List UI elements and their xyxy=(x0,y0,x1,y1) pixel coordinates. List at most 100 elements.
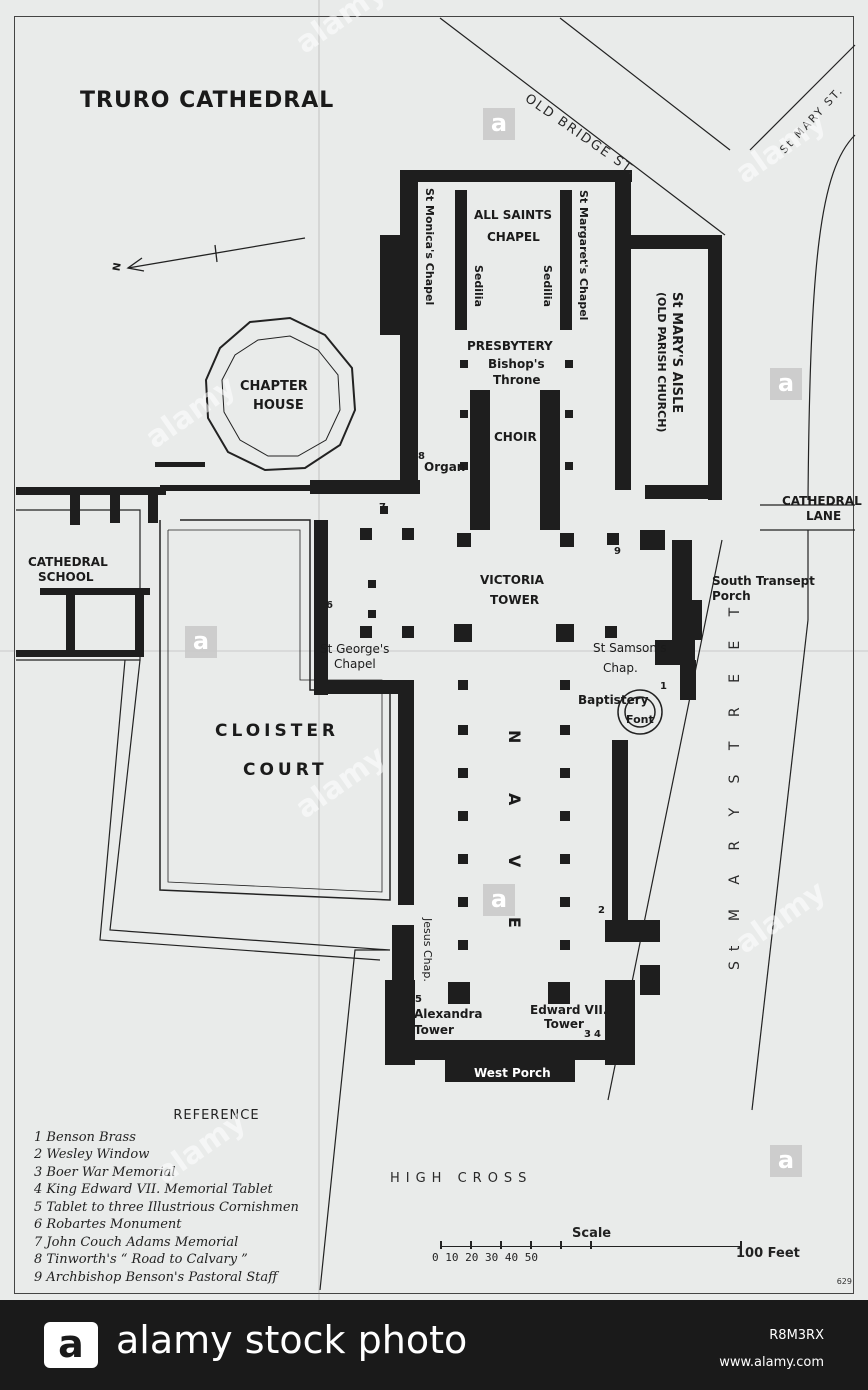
piers xyxy=(360,360,619,1004)
reference-item-3: 3 Boer War Memorial xyxy=(34,1164,176,1180)
marker-2: 2 xyxy=(598,905,605,916)
label-nave: N A V E xyxy=(505,730,524,950)
watermark-icon: a xyxy=(185,626,217,658)
scale-tick xyxy=(590,1241,592,1249)
floor-plan-drawing xyxy=(16,17,856,1291)
scale-tick xyxy=(740,1241,742,1249)
label-cloister-2: COURT xyxy=(243,760,328,780)
north-arrow-label: N xyxy=(111,261,124,272)
label-font: Font xyxy=(626,713,654,726)
label-chapter-house-2: HOUSE xyxy=(253,398,304,413)
marker-5: 5 xyxy=(415,994,422,1005)
label-edward-tower-2: Tower xyxy=(544,1017,584,1031)
reference-item-1: 1 Benson Brass xyxy=(34,1129,136,1145)
reference-item-9: 9 Archbishop Benson's Pastoral Staff xyxy=(34,1269,278,1285)
label-west-porch: West Porch xyxy=(472,1066,553,1080)
label-st-georges-1: St George's xyxy=(320,642,390,656)
label-st-samsons-2: Chap. xyxy=(603,661,638,675)
st-mary-street-curb xyxy=(807,134,856,501)
label-st-samsons-1: St Samson's xyxy=(593,641,667,655)
street-cathedral-lane-1: CATHEDRAL xyxy=(782,494,862,508)
old-bridge-st-edge xyxy=(439,17,726,236)
label-st-georges-2: Chapel xyxy=(334,657,376,671)
marker-9: 9 xyxy=(614,546,621,557)
label-organ: Organ xyxy=(424,460,466,474)
scale-tick xyxy=(440,1241,442,1249)
scale-tick xyxy=(560,1241,562,1249)
marker-1: 1 xyxy=(660,681,667,692)
street-st-mary-street: St M A R Y S T R E E T xyxy=(727,597,743,970)
label-south-transept-2: Porch xyxy=(712,589,751,603)
school-boundary xyxy=(16,509,141,661)
street-cathedral-lane-2: LANE xyxy=(806,509,842,523)
marker-4: 4 xyxy=(594,1029,601,1040)
north-arrow xyxy=(126,237,306,272)
label-edward-tower-1: Edward VII. xyxy=(530,1003,608,1017)
label-bishops-throne-1: Bishop's xyxy=(488,357,545,371)
watermark-icon: a xyxy=(770,368,802,400)
label-choir: CHOIR xyxy=(494,430,537,444)
map-title: TRURO CATHEDRAL xyxy=(80,88,335,113)
cloister-outer-path-2 xyxy=(99,659,381,961)
watermark-icon: a xyxy=(770,1145,802,1177)
street-high-cross: HIGH CROSS xyxy=(390,1171,533,1186)
scale-tick xyxy=(500,1241,502,1249)
label-south-transept-1: South Transept xyxy=(712,574,815,588)
label-alexandra-tower-2: Tower xyxy=(414,1023,454,1037)
label-all-saints-1: ALL SAINTS xyxy=(474,208,553,222)
st-mary-st-edge xyxy=(749,44,856,151)
label-st-marys-aisle: St MARY'S AISLE xyxy=(669,292,684,414)
label-victoria-tower-1: VICTORIA xyxy=(480,573,544,587)
banner-text: alamy stock photo xyxy=(116,1318,468,1362)
reference-heading: REFERENCE xyxy=(173,1108,260,1123)
label-presbytery: PRESBYTERY xyxy=(467,339,553,353)
cloister-outer-path xyxy=(109,659,391,1291)
marker-7: 7 xyxy=(379,502,386,513)
alamy-logo-icon: a xyxy=(44,1322,98,1368)
image-id: R8M3RX xyxy=(769,1328,824,1343)
reference-item-7: 7 John Couch Adams Memorial xyxy=(34,1234,239,1250)
label-chapter-house-1: CHAPTER xyxy=(240,379,308,394)
scale-numbers: 0 10 20 30 40 50 xyxy=(432,1251,538,1264)
chapter-house-inner xyxy=(221,335,341,457)
label-old-parish-church: (OLD PARISH CHURCH) xyxy=(655,292,668,433)
cloister-court-inner-2 xyxy=(167,529,383,893)
walls xyxy=(16,170,722,1082)
plate-number: 629 xyxy=(836,1277,852,1286)
scale-tick xyxy=(470,1241,472,1249)
label-bishops-throne-2: Throne xyxy=(493,373,541,387)
label-cathedral-school-1: CATHEDRAL xyxy=(28,555,108,569)
label-victoria-tower-2: TOWER xyxy=(490,593,540,607)
cloister-court-inner xyxy=(159,519,391,901)
stock-banner: a alamy stock photo R8M3RX www.alamy.com xyxy=(0,1300,868,1390)
reference-item-5: 5 Tablet to three Illustrious Cornishmen xyxy=(34,1199,299,1215)
marker-8: 8 xyxy=(418,451,425,462)
label-cloister-1: CLOISTER xyxy=(215,721,340,741)
label-sedilia-left: Sedilia xyxy=(472,265,485,307)
reference-item-6: 6 Robartes Monument xyxy=(34,1217,182,1232)
map-sheet: TRURO CATHEDRAL OLD BRIDGE ST. St MARY S… xyxy=(0,0,868,1300)
scale-end-label: 100 Feet xyxy=(736,1246,800,1261)
label-all-saints-2: CHAPEL xyxy=(487,230,540,244)
reference-item-2: 2 Wesley Window xyxy=(34,1147,150,1162)
label-st-monicas: St Monica's Chapel xyxy=(423,188,436,306)
reference-item-8: 8 Tinworth's “ Road to Calvary ” xyxy=(34,1252,248,1267)
scale-title: Scale xyxy=(572,1226,612,1241)
label-jesus-chapel: Jesus Chap. xyxy=(421,918,434,982)
marker-6: 6 xyxy=(326,600,333,611)
baptistery xyxy=(617,689,663,735)
scale-tick xyxy=(530,1241,532,1249)
old-bridge-st-edge-2 xyxy=(559,17,731,151)
banner-url[interactable]: www.alamy.com xyxy=(719,1355,824,1370)
label-st-margarets: St Margaret's Chapel xyxy=(577,190,590,321)
label-sedilia-right: Sedilia xyxy=(541,265,554,307)
map-frame xyxy=(14,16,854,1294)
marker-3: 3 xyxy=(584,1029,591,1040)
label-cathedral-school-2: SCHOOL xyxy=(38,570,94,584)
st-mary-street-curb-3 xyxy=(751,619,809,1111)
chapter-house-outline xyxy=(204,316,357,472)
reference-legend: REFERENCE 1 Benson Brass 2 Wesley Window… xyxy=(34,1107,299,1286)
label-baptistery: Baptistery xyxy=(578,693,649,707)
watermark-icon: a xyxy=(483,884,515,916)
reference-item-4: 4 King Edward VII. Memorial Tablet xyxy=(34,1182,273,1197)
